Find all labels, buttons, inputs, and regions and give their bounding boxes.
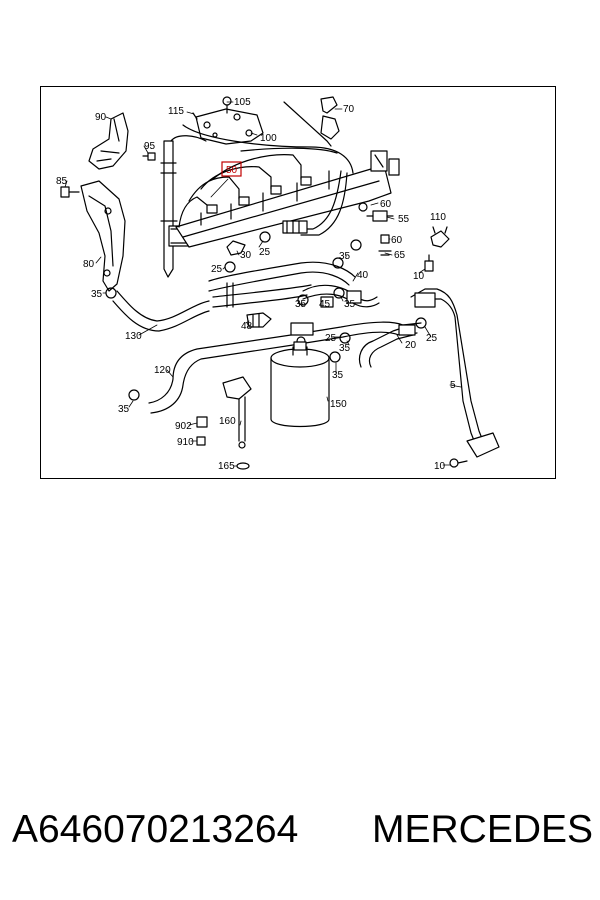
- callout-35: 35: [295, 299, 307, 310]
- callout-902: 902: [175, 421, 192, 432]
- callout-35: 35: [339, 251, 351, 262]
- callout-35: 35: [339, 343, 351, 354]
- fuel-hose-part: [302, 284, 380, 308]
- leader-lines: [64, 101, 462, 467]
- injector-bracket-part: [80, 180, 126, 292]
- callout-35: 35: [118, 404, 130, 415]
- callout-labels: 115 105 70 90 100 95 50 85 60 55 110 60 …: [56, 97, 456, 472]
- callout-5: 5: [450, 380, 456, 391]
- bolt-part: [222, 96, 232, 114]
- bracket-part: [88, 112, 129, 170]
- callout-55: 55: [398, 214, 410, 225]
- callout-20: 20: [405, 340, 417, 351]
- connector-part: [320, 296, 334, 308]
- callout-100: 100: [260, 133, 277, 144]
- callout-85: 85: [56, 176, 68, 187]
- callout-40: 40: [357, 270, 369, 281]
- callout-105: 105: [234, 97, 251, 108]
- bolt-part: [424, 254, 434, 272]
- callout-25: 25: [426, 333, 438, 344]
- callout-35: 35: [344, 299, 356, 310]
- callout-115: 115: [168, 106, 184, 117]
- callout-60: 60: [391, 235, 403, 246]
- fuel-hose-part: [112, 290, 210, 332]
- callout-80: 80: [83, 259, 95, 270]
- clip-part: [246, 312, 272, 328]
- fuel-pipe-part: [410, 288, 500, 458]
- injector-part: [160, 140, 192, 278]
- screw-part: [196, 416, 208, 446]
- return-line-part: [282, 170, 348, 236]
- callout-30: 30: [240, 250, 252, 261]
- part-number: A646070213264: [12, 808, 299, 851]
- injector-lines-part: [170, 124, 354, 228]
- callout-165: 165: [218, 461, 235, 472]
- seal-ring-part: [236, 462, 250, 470]
- callout-70: 70: [343, 104, 355, 115]
- fuel-hose-part: [208, 261, 356, 308]
- callout-25: 25: [259, 247, 271, 258]
- callout-10: 10: [434, 461, 446, 472]
- highlight-box: [221, 161, 242, 177]
- callout-110: 110: [430, 212, 446, 223]
- fuel-system-exploded-diagram: 115 105 70 90 100 95 50 85 60 55 110 60 …: [56, 96, 500, 472]
- fuel-hose-part: [148, 321, 422, 414]
- clamp-part: [430, 226, 450, 248]
- brand-name: MERCEDES: [372, 808, 594, 851]
- elbow-connector-part: [226, 240, 246, 256]
- fuel-rail-part: [175, 150, 400, 248]
- parts-diagram-frame: 115 105 70 90 100 95 50 85 60 55 110 60 …: [40, 86, 556, 479]
- dipstick-tube-part: [283, 101, 332, 147]
- callout-60: 60: [380, 199, 392, 210]
- bolt-part: [60, 186, 80, 198]
- callout-48: 48: [241, 321, 253, 332]
- callout-130: 130: [125, 331, 142, 342]
- callout-25: 25: [211, 264, 223, 275]
- product-caption: A646070213264 MERCEDES: [12, 808, 594, 858]
- bolt-part: [449, 458, 468, 468]
- fuel-hose-part: [358, 324, 416, 368]
- callout-90: 90: [95, 112, 107, 123]
- callout-35: 35: [332, 370, 344, 381]
- cover-plate-part: [195, 108, 264, 145]
- callout-95: 95: [144, 141, 156, 152]
- callout-45: 45: [319, 299, 331, 310]
- fuel-filter-part: [270, 341, 330, 428]
- connector-part: [366, 210, 394, 222]
- sensor-part: [320, 96, 340, 140]
- callout-50: 50: [226, 165, 238, 176]
- fitting-part: [358, 202, 392, 256]
- callout-910: 910: [177, 437, 194, 448]
- callout-65: 65: [394, 250, 406, 261]
- bolt-part: [142, 152, 156, 161]
- callout-160: 160: [219, 416, 236, 427]
- callout-25: 25: [325, 333, 337, 344]
- callout-150: 150: [330, 399, 347, 410]
- callout-35: 35: [91, 289, 103, 300]
- heater-element-part: [222, 376, 252, 449]
- callout-10: 10: [413, 271, 425, 282]
- callout-120: 120: [154, 365, 171, 376]
